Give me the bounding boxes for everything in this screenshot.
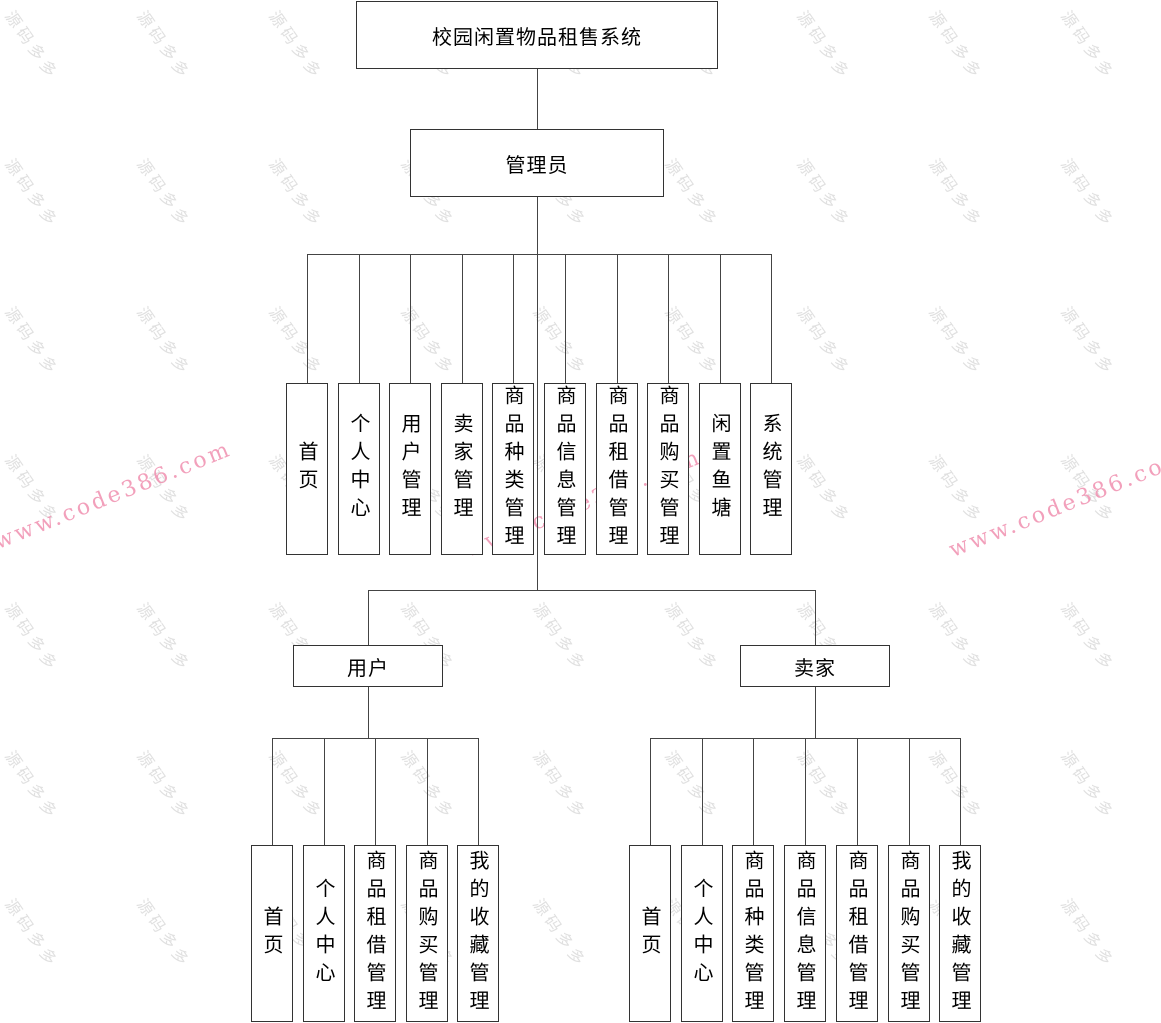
user-leaf-label: 商品购买管理 [415, 849, 439, 1018]
admin-children-bar [307, 254, 772, 255]
admin-leaf-node: 商品种类管理 [492, 383, 534, 555]
admin-leaf-label: 首页 [295, 441, 319, 497]
seller-leaf-connector [909, 738, 910, 845]
user-leaf-node: 商品租借管理 [354, 845, 396, 1022]
user-leaf-node: 首页 [251, 845, 293, 1022]
user-leaf-connector [324, 738, 325, 845]
admin-leaf-node: 首页 [286, 383, 328, 555]
seller-leaf-node: 商品种类管理 [732, 845, 774, 1022]
seller-leaf-label: 首页 [638, 905, 662, 962]
connector-seller-trunk [815, 687, 816, 738]
admin-leaf-connector [617, 254, 618, 383]
admin-leaf-label: 用户管理 [398, 413, 422, 525]
user-node-label: 用户 [347, 655, 389, 680]
admin-leaf-connector [462, 254, 463, 383]
admin-leaf-connector [307, 254, 308, 383]
user-leaf-connector [375, 738, 376, 845]
admin-leaf-node: 商品购买管理 [647, 383, 689, 555]
admin-node-label: 管理员 [505, 152, 569, 177]
admin-leaf-connector [359, 254, 360, 383]
user-leaf-connector [427, 738, 428, 845]
seller-node: 卖家 [740, 645, 890, 687]
admin-leaf-label: 个人中心 [347, 413, 371, 525]
seller-leaf-node: 个人中心 [681, 845, 723, 1022]
roles-bar [368, 590, 816, 591]
admin-node: 管理员 [410, 129, 664, 197]
seller-leaf-node: 商品购买管理 [888, 845, 930, 1022]
user-leaf-node: 我的收藏管理 [457, 845, 499, 1022]
connector-admin-trunk [537, 197, 538, 590]
admin-leaf-label: 商品信息管理 [553, 385, 577, 553]
user-leaf-node: 个人中心 [303, 845, 345, 1022]
user-leaf-label: 我的收藏管理 [466, 849, 490, 1018]
user-leaf-label: 个人中心 [312, 877, 336, 990]
admin-leaf-label: 商品租借管理 [605, 385, 629, 553]
admin-leaf-node: 闲置鱼塘 [699, 383, 741, 555]
seller-leaf-label: 我的收藏管理 [948, 849, 972, 1018]
seller-leaf-connector [753, 738, 754, 845]
user-leaf-node: 商品购买管理 [406, 845, 448, 1022]
seller-leaf-connector [702, 738, 703, 845]
admin-leaf-label: 商品种类管理 [501, 385, 525, 553]
admin-leaf-node: 商品信息管理 [544, 383, 586, 555]
user-leaf-label: 首页 [260, 905, 284, 962]
seller-leaf-label: 商品种类管理 [741, 849, 765, 1018]
seller-leaf-node: 首页 [629, 845, 671, 1022]
admin-leaf-label: 闲置鱼塘 [708, 413, 732, 525]
admin-leaf-node: 个人中心 [338, 383, 380, 555]
seller-leaf-connector [960, 738, 961, 845]
user-leaf-label: 商品租借管理 [363, 849, 387, 1018]
admin-leaf-node: 用户管理 [389, 383, 431, 555]
connector-to-seller [815, 590, 816, 645]
admin-leaf-node: 系统管理 [750, 383, 792, 555]
connector-user-trunk [368, 687, 369, 738]
seller-node-label: 卖家 [794, 655, 836, 680]
seller-leaf-label: 商品租借管理 [845, 849, 869, 1018]
admin-leaf-connector [513, 254, 514, 383]
admin-leaf-label: 商品购买管理 [656, 385, 680, 553]
user-leaf-connector [272, 738, 273, 845]
seller-leaf-connector [650, 738, 651, 845]
admin-leaf-connector [565, 254, 566, 383]
root-node: 校园闲置物品租售系统 [356, 1, 718, 69]
admin-leaf-label: 卖家管理 [450, 413, 474, 525]
admin-leaf-node: 商品租借管理 [596, 383, 638, 555]
seller-leaf-connector [805, 738, 806, 845]
seller-leaf-label: 商品购买管理 [897, 849, 921, 1018]
admin-leaf-connector [720, 254, 721, 383]
connector-to-user [368, 590, 369, 645]
admin-leaf-connector [668, 254, 669, 383]
connector-root-admin [537, 69, 538, 129]
seller-leaf-node: 商品信息管理 [784, 845, 826, 1022]
seller-leaf-node: 我的收藏管理 [939, 845, 981, 1022]
seller-leaf-label: 个人中心 [690, 877, 714, 990]
admin-leaf-connector [410, 254, 411, 383]
user-leaf-connector [478, 738, 479, 845]
seller-leaf-label: 商品信息管理 [793, 849, 817, 1018]
root-node-label: 校园闲置物品租售系统 [432, 24, 642, 49]
admin-leaf-connector [771, 254, 772, 383]
admin-leaf-node: 卖家管理 [441, 383, 483, 555]
seller-leaf-connector [857, 738, 858, 845]
admin-leaf-label: 系统管理 [759, 413, 783, 525]
seller-leaf-node: 商品租借管理 [836, 845, 878, 1022]
user-node: 用户 [293, 645, 443, 687]
